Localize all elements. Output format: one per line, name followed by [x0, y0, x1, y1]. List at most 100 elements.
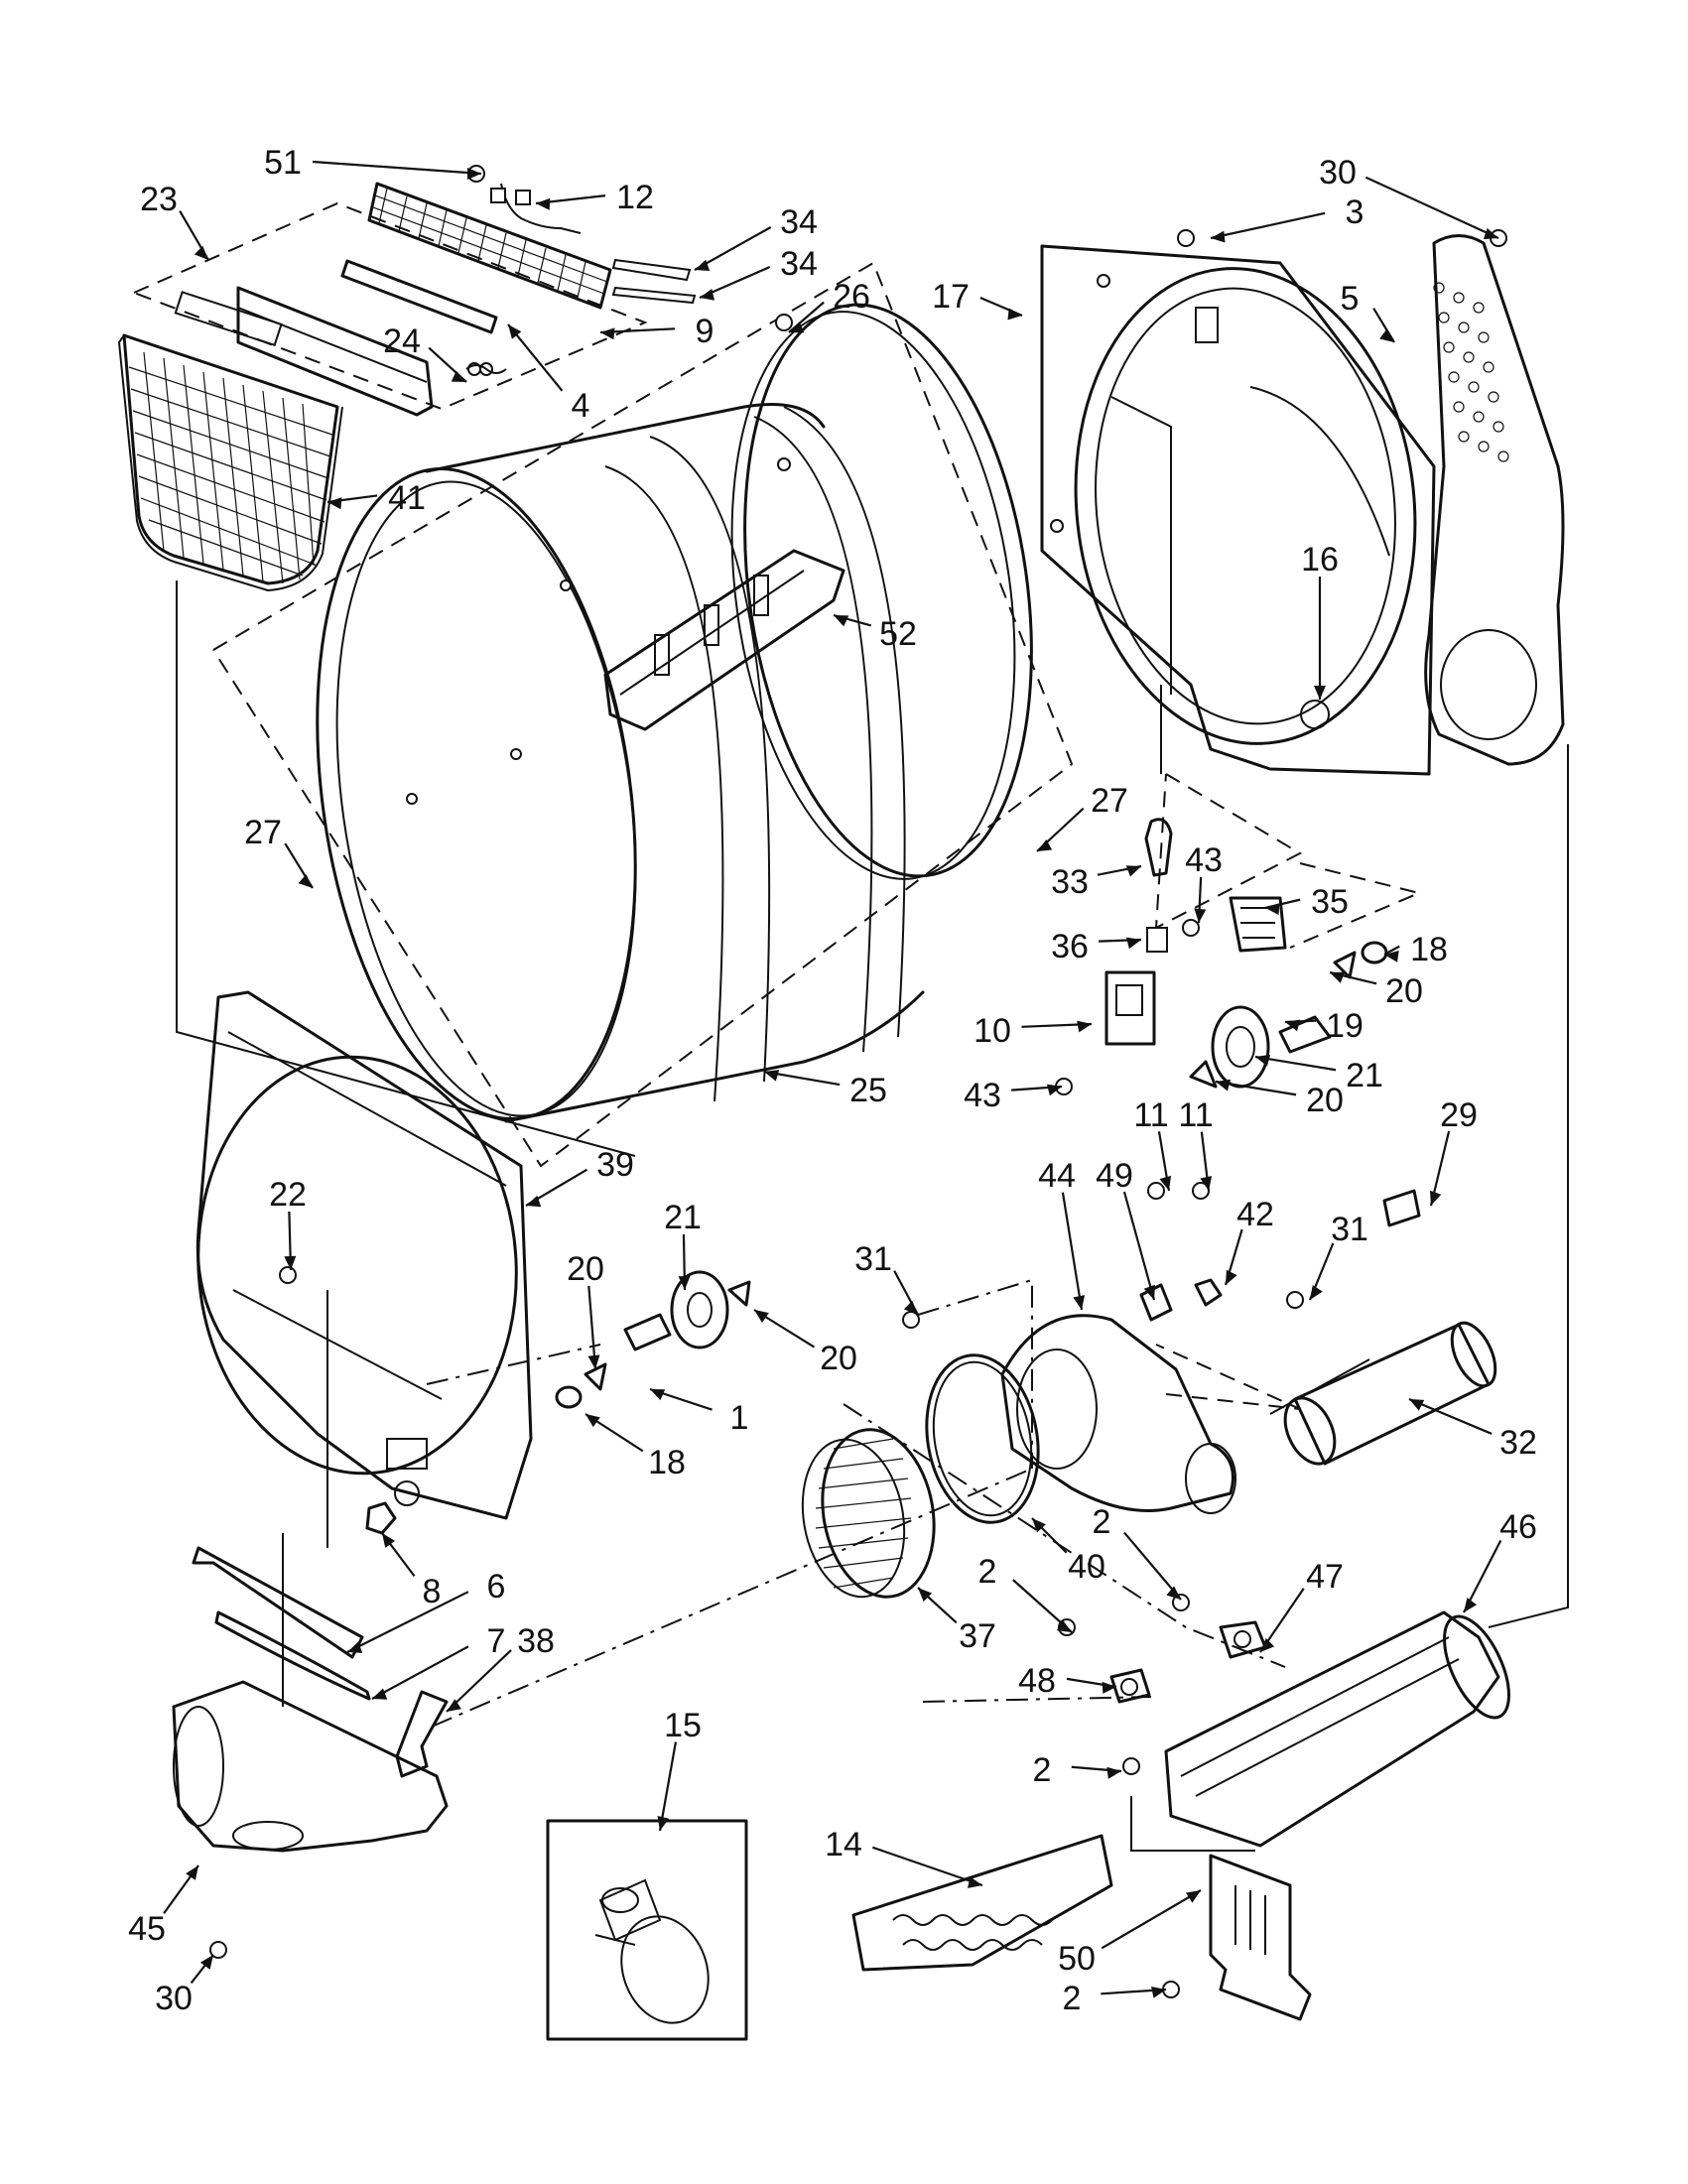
leader-arrowhead	[199, 1955, 213, 1970]
callout-number: 20	[1385, 972, 1423, 1010]
callout-number: 22	[269, 1176, 307, 1214]
blower-housing	[1000, 1314, 1236, 1514]
callout-c46: 46	[1463, 1508, 1537, 1613]
leader-arrowhead	[700, 289, 714, 301]
leader-line	[346, 1591, 469, 1653]
leader-arrowhead	[1046, 1084, 1062, 1096]
callout-number: 25	[849, 1072, 887, 1109]
callout-c14: 14	[825, 1826, 983, 1888]
callout-number: 9	[696, 313, 714, 350]
leader-arrowhead	[186, 1865, 198, 1880]
leader-arrowhead	[1384, 950, 1399, 963]
leader-line	[1408, 1397, 1493, 1435]
callout-c31a: 31	[854, 1240, 919, 1316]
callout-number: 39	[596, 1146, 634, 1184]
rear-panel	[1040, 244, 1436, 776]
callout-c1: 1	[649, 1387, 749, 1437]
callout-number: 52	[879, 615, 917, 653]
leader-arrowhead	[1265, 903, 1280, 916]
callout-number: 6	[487, 1568, 506, 1606]
heater-duct	[1164, 1610, 1510, 1848]
callout-number: 15	[664, 1707, 702, 1744]
callout-c20a: 20	[1329, 970, 1423, 1010]
leader-arrowhead	[327, 497, 342, 510]
leader-line	[658, 1741, 678, 1832]
leader-arrowhead	[650, 1389, 666, 1401]
exhaust-duct	[1283, 1321, 1497, 1466]
callout-c52: 52	[833, 613, 917, 653]
callout-number: 4	[572, 387, 590, 425]
leader-arrowhead	[467, 168, 481, 180]
callout-number: 34	[780, 203, 818, 241]
leader-arrowhead	[695, 259, 711, 272]
leader-line	[1123, 1531, 1182, 1601]
leader-line	[1364, 176, 1499, 240]
callout-c25: 25	[763, 1070, 887, 1109]
callout-number: 50	[1058, 1940, 1096, 1978]
leader-arrowhead	[1032, 1518, 1046, 1533]
callout-c32: 32	[1408, 1397, 1537, 1462]
leader-arrowhead	[1310, 1285, 1323, 1300]
callout-number: 14	[825, 1826, 862, 1863]
leader-arrowhead	[1159, 1175, 1172, 1191]
leader-arrowhead	[1073, 1295, 1086, 1310]
callout-c48: 48	[1018, 1662, 1117, 1700]
callout-number: 37	[959, 1617, 996, 1655]
leader-arrowhead	[1200, 1176, 1213, 1191]
leader-arrowhead	[754, 1310, 769, 1323]
callout-c27a: 27	[1036, 782, 1128, 852]
callout-c11b: 11	[1178, 1096, 1214, 1192]
leader-arrowhead	[1483, 227, 1498, 240]
leader-arrowhead	[298, 874, 313, 888]
callout-c4: 4	[507, 323, 590, 425]
callout-c5: 5	[1341, 280, 1395, 343]
leader-arrowhead	[347, 1641, 363, 1653]
callout-number: 27	[244, 814, 282, 851]
callout-number: 12	[616, 179, 654, 216]
callout-c42: 42	[1224, 1196, 1274, 1286]
callout-number: 1	[730, 1399, 749, 1437]
leader-arrowhead	[1226, 1269, 1237, 1285]
callout-number: 26	[833, 278, 870, 316]
exhaust-duct-cover	[1424, 234, 1565, 766]
leader-arrowhead	[600, 327, 615, 340]
callout-c30b: 30	[155, 1954, 214, 2017]
leader-line	[1061, 1192, 1084, 1311]
callout-number: 32	[1499, 1424, 1537, 1462]
callout-number: 49	[1096, 1157, 1133, 1195]
air-duct-base	[172, 1680, 449, 1853]
callout-number: 41	[388, 479, 426, 517]
callout-c12: 12	[535, 179, 654, 216]
callout-number: 29	[1440, 1096, 1478, 1134]
leader-line	[1101, 1889, 1202, 1950]
leader-line	[507, 323, 564, 392]
callout-c18a: 18	[1383, 931, 1448, 968]
leader-arrowhead	[526, 1195, 542, 1208]
leader-arrowhead	[1166, 1586, 1181, 1600]
leader-arrowhead	[1007, 308, 1022, 321]
leader-arrowhead	[447, 1699, 461, 1712]
leader-arrowhead	[764, 1070, 780, 1082]
blower-wheel	[801, 1428, 936, 1599]
leader-arrowhead	[382, 1533, 396, 1548]
callout-c50: 50	[1058, 1889, 1202, 1978]
callout-number: 11	[1133, 1096, 1168, 1134]
callout-number: 2	[978, 1553, 997, 1591]
callout-number: 51	[264, 144, 302, 182]
callout-c27b: 27	[244, 814, 314, 889]
callout-c17: 17	[932, 278, 1023, 321]
leader-arrowhead	[657, 1815, 670, 1831]
heater-element	[851, 1834, 1113, 1972]
leader-arrowhead	[1216, 1079, 1232, 1092]
leader-line	[371, 1645, 469, 1700]
leader-arrowhead	[1255, 1054, 1271, 1067]
callout-number: 38	[517, 1622, 555, 1660]
leader-arrowhead	[1077, 1020, 1092, 1033]
callout-c34a: 34	[694, 203, 818, 272]
leader-arrowhead	[1409, 1399, 1425, 1411]
callout-number: 2	[1063, 1980, 1082, 2017]
callout-c2d: 2	[1063, 1980, 1167, 2017]
callout-c2b: 2	[978, 1553, 1073, 1633]
leader-arrowhead	[918, 1588, 933, 1603]
